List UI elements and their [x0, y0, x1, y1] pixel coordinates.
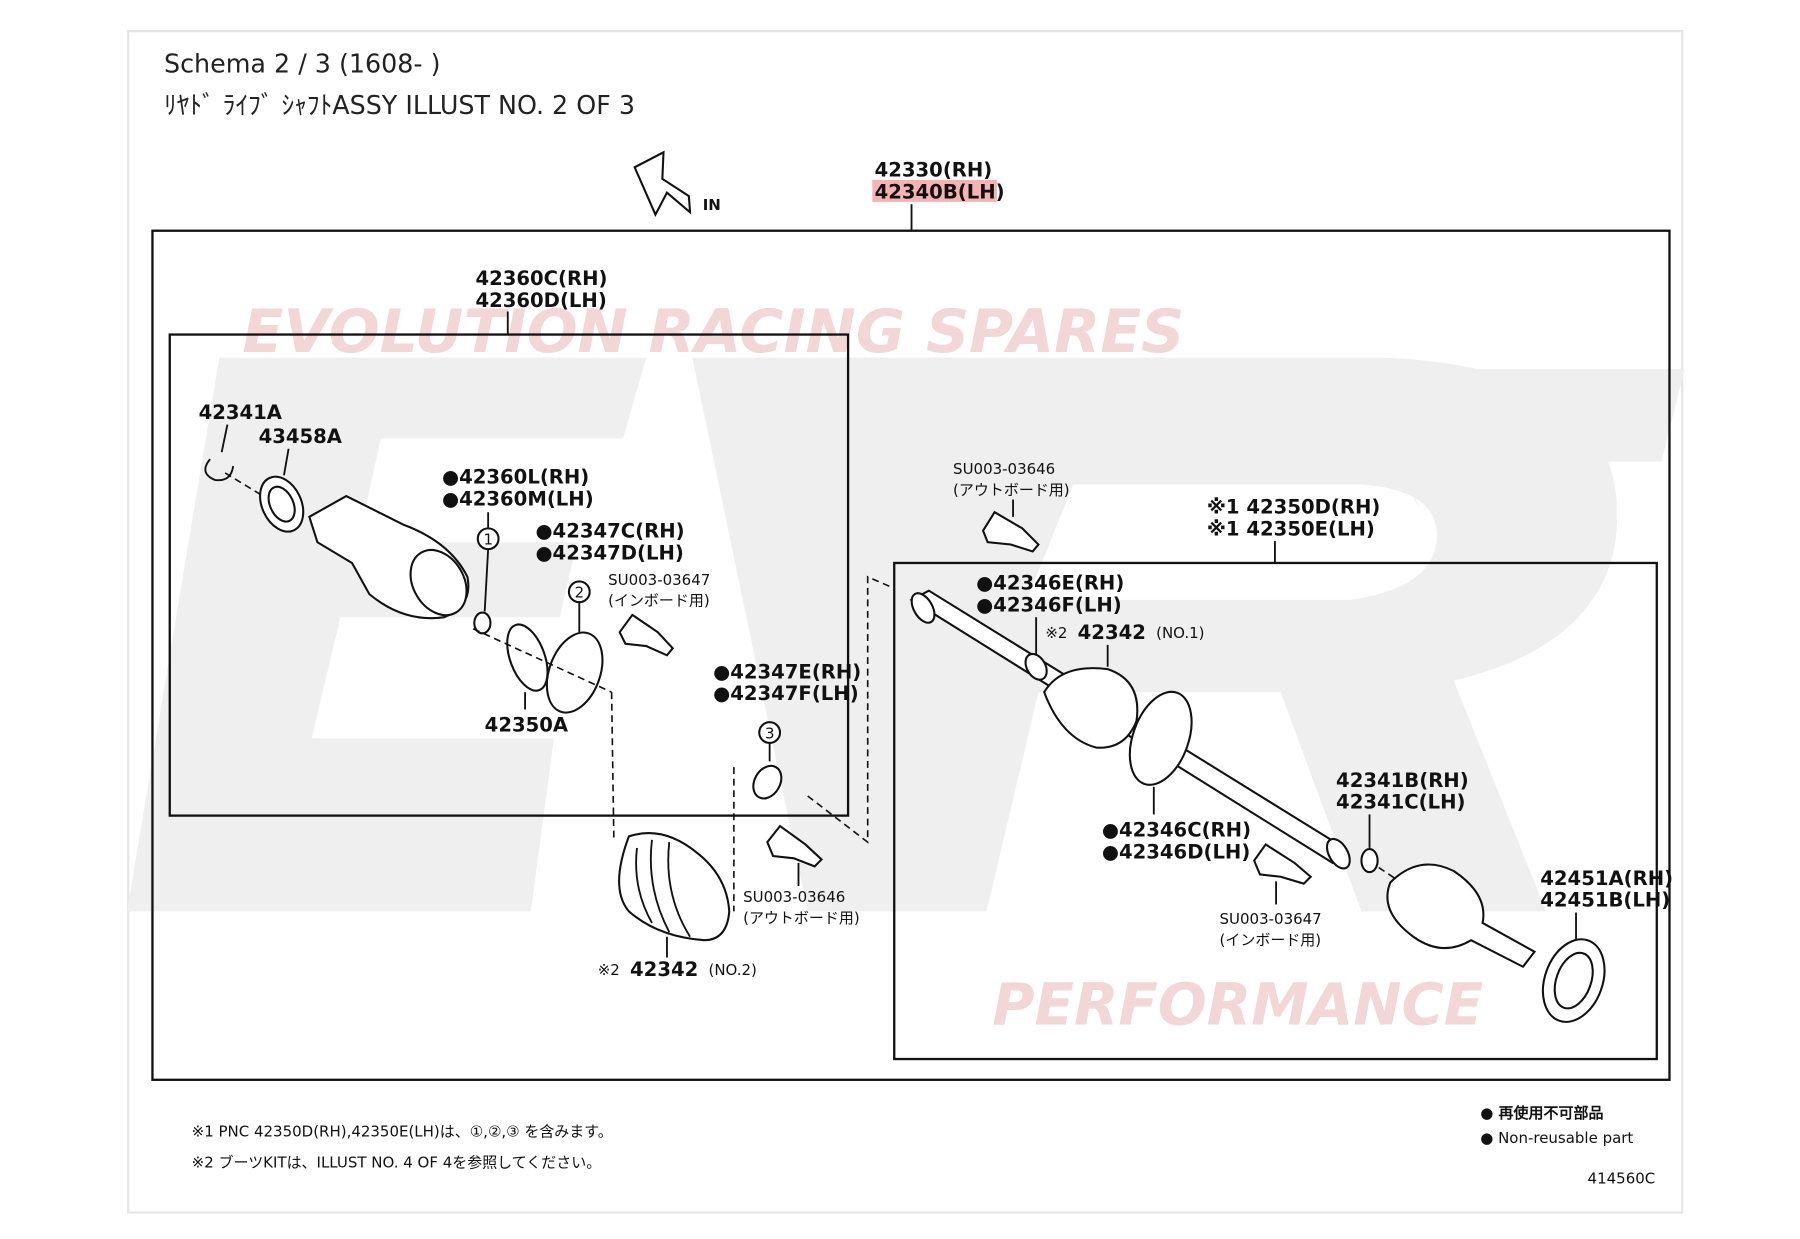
boot-no1-mark: ※2: [1045, 624, 1067, 642]
right-group-box: [893, 561, 1658, 1061]
assembly-box: [151, 229, 1671, 1081]
assembly-lh-label[interactable]: 42340B(LH): [875, 180, 1005, 203]
direction-label: IN: [703, 196, 721, 214]
outboard-joint-part: [1386, 863, 1537, 969]
boot-no2-label: 42342: [630, 958, 698, 981]
left-group-rh-label: 42360C(RH): [475, 267, 607, 290]
clamp-42346e: [1024, 652, 1048, 681]
grease-inboard-code-right: SU003-03647: [1220, 910, 1322, 928]
grease-tube-outboard-left: [766, 824, 824, 868]
page-subtitle: ﾘﾔﾄﾞ ﾗｲﾌﾞ ｼｬﾌﾄASSY ILLUST NO. 2 OF 3: [164, 90, 635, 120]
assembly-rh-label: 42330(RH): [875, 159, 993, 182]
left-group-lh-label: 42360D(LH): [475, 289, 606, 312]
boot-no1-suffix: (NO.1): [1156, 624, 1204, 642]
direction-arrow-icon: [633, 150, 692, 217]
label-42451a: 42451A(RH): [1540, 867, 1673, 890]
left-group-box: [168, 333, 850, 817]
page-title: Schema 2 / 3 (1608- ): [164, 49, 441, 79]
boot-clamp-42347e: [752, 764, 783, 800]
clamp-42346c: [1128, 690, 1193, 786]
grease-outboard-code-left: SU003-03646: [743, 888, 845, 906]
boot-no2-suffix: (NO.2): [708, 961, 756, 979]
ers-watermark-logo: [127, 357, 1685, 912]
label-42341a: 42341A: [199, 401, 283, 424]
label-42341b: 42341B(RH): [1336, 769, 1469, 792]
grease-outboard-code-right: SU003-03646: [953, 460, 1055, 478]
label-42451b: 42451B(LH): [1540, 889, 1670, 912]
legend-non-reusable-en: ● Non-reusable part: [1480, 1129, 1633, 1147]
grease-outboard-note-left: (アウトボード用): [743, 909, 860, 927]
snap-ring-42360l: [473, 611, 492, 635]
footer-note-1: ※1 PNC 42350D(RH),42350E(LH)は、①,②,③ を含みま…: [192, 1122, 613, 1140]
label-42346d: ●42346D(LH): [1102, 840, 1250, 863]
label-42346e: ●42346E(RH): [976, 572, 1124, 595]
watermark-top-text: EVOLUTION RACING SPARES: [242, 297, 1184, 367]
label-42346f: ●42346F(LH): [976, 593, 1122, 616]
right-group-rh-label: ※1 42350D(RH): [1207, 495, 1380, 518]
boot-42342-no1: [1043, 667, 1139, 749]
snap-ring-part: [204, 458, 235, 482]
label-42346c: ●42346C(RH): [1102, 818, 1251, 841]
ref-circle-1-text: 1: [484, 531, 494, 549]
label-42360m: ●42360M(LH): [442, 487, 594, 510]
ref-circle-3-text: 3: [765, 724, 775, 742]
illustration-code: 414560C: [1588, 1170, 1656, 1188]
footer-note-2: ※2 ブーツKITは、ILLUST NO. 4 OF 4を参照してください。: [192, 1153, 602, 1171]
assembly-lh-highlight: [872, 179, 997, 202]
grease-outboard-note-right: (アウトボード用): [953, 481, 1070, 499]
grease-tube-inboard-left: [618, 613, 675, 657]
label-43458a: 43458A: [259, 425, 343, 448]
right-group-lh-label: ※1 42350E(LH): [1207, 517, 1375, 540]
label-42347d: ●42347D(LH): [535, 542, 683, 565]
boot-no1-label: 42342: [1078, 621, 1146, 644]
label-42360l: ●42360L(RH): [442, 465, 589, 488]
label-42350a: 42350A: [485, 713, 569, 736]
grease-tube-outboard-right: [981, 510, 1040, 553]
watermark-bottom-text: PERFORMANCE: [992, 970, 1483, 1038]
grease-inboard-note-left: (インボード用): [608, 592, 710, 610]
ref-circle-2-text: 2: [575, 584, 585, 602]
grease-tube-inboard-right: [1252, 843, 1313, 885]
grease-inboard-code-left: SU003-03647: [608, 571, 710, 589]
ring-42350a: [506, 623, 549, 692]
label-42347e: ●42347E(RH): [713, 660, 861, 683]
label-42341c: 42341C(LH): [1336, 791, 1465, 814]
snap-ring-42341b: [1360, 848, 1379, 874]
boot-no2-mark: ※2: [598, 961, 620, 979]
grease-inboard-note-right: (インボード用): [1220, 931, 1322, 949]
legend-non-reusable-jp: ● 再使用不可部品: [1480, 1104, 1603, 1122]
label-42347f: ●42347F(LH): [713, 682, 859, 705]
label-42347c: ●42347C(RH): [535, 520, 684, 543]
